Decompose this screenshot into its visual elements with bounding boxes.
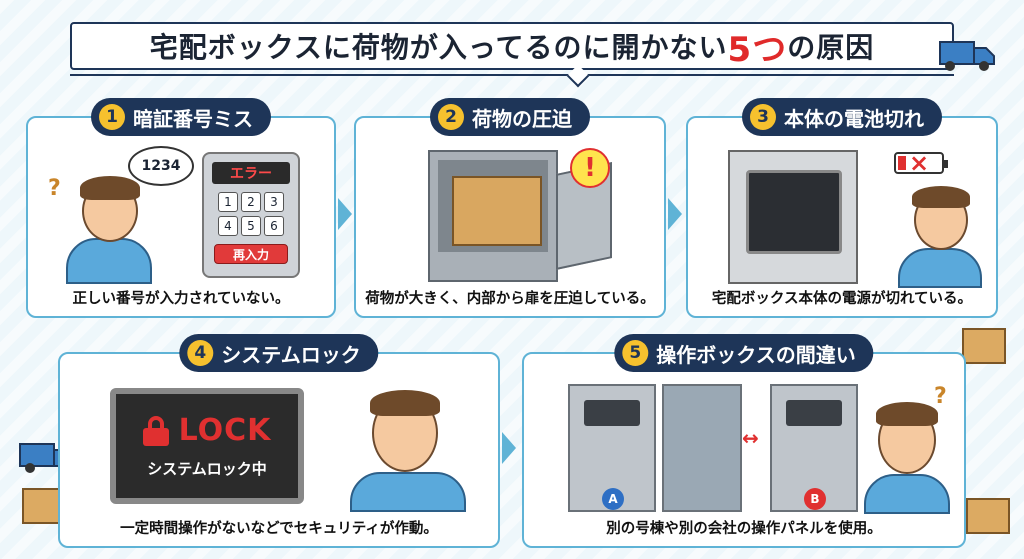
person-body: [898, 248, 982, 288]
error-screen: エラー: [212, 162, 290, 184]
key-1: 1: [218, 192, 238, 212]
label-b: B: [804, 488, 826, 510]
card-1-caption: 正しい番号が入力されていない。: [72, 291, 290, 307]
key-6: 6: [264, 216, 284, 236]
card-4: 4 システムロック LOCK システムロック中 一定時間操作がないなどでセキュリ…: [58, 334, 500, 548]
card-4-caption: 一定時間操作がないなどでセキュリティが作動。: [120, 521, 438, 537]
card-4-heading: システムロック: [221, 342, 361, 367]
card-1-heading: 暗証番号ミス: [133, 106, 253, 131]
card-3: 3 本体の電池切れ × 宅配ボックス本体の電源が切れている。: [686, 98, 998, 318]
card-3-heading: 本体の電池切れ: [784, 106, 924, 131]
control-panel-b: B: [770, 384, 858, 512]
title-suffix: の原因: [787, 31, 875, 64]
person-hair: [912, 186, 970, 208]
key-3: 3: [264, 192, 284, 212]
lock-status: システムロック中: [147, 460, 267, 478]
reenter-button: 再入力: [214, 244, 288, 264]
question-mark-icon: ?: [48, 176, 61, 201]
card-3-title: 3 本体の電池切れ: [742, 98, 942, 136]
card-4-title: 4 システムロック: [179, 334, 379, 372]
key-4: 4: [218, 216, 238, 236]
delivery-box-unit: [728, 150, 858, 284]
parcel-icon: [452, 176, 542, 246]
speech-bubble: 1234: [128, 146, 194, 186]
flow-arrow: [502, 432, 516, 464]
key-5: 5: [241, 216, 261, 236]
card-1-number: 1: [99, 104, 125, 130]
parcel-icon: [966, 498, 1010, 534]
question-mark-icon: ?: [934, 384, 947, 409]
person-body: [350, 472, 466, 512]
keypad: エラー 1 2 3 4 5 6 再入力: [202, 152, 300, 278]
title-text: 宅配ボックスに荷物が入ってるのに開かない: [149, 31, 728, 64]
exclamation-icon: !: [570, 148, 610, 188]
card-5: 5 操作ボックスの間違い A ↔ B ? 別の号棟や別の会社の操作パネルを使用。: [522, 334, 966, 548]
person-hair: [876, 402, 938, 426]
card-2: 2 荷物の圧迫 ! 荷物が大きく、内部から扉を圧迫している。: [354, 98, 666, 318]
flow-arrow: [668, 198, 682, 230]
person-hair: [370, 390, 440, 416]
card-1: 1 暗証番号ミス ? 1234 エラー 1 2 3 4 5 6 再入力 正しい番…: [26, 98, 336, 318]
battery-empty-icon: ×: [894, 150, 948, 176]
person-body: [66, 238, 152, 284]
lock-screen: LOCK システムロック中: [110, 388, 304, 504]
person-hair: [80, 176, 140, 200]
card-3-number: 3: [750, 104, 776, 130]
parcel-icon: [962, 328, 1006, 364]
lock-label: LOCK: [178, 413, 272, 448]
person-body: [864, 474, 950, 514]
card-2-number: 2: [438, 104, 464, 130]
card-5-caption: 別の号棟や別の会社の操作パネルを使用。: [606, 521, 882, 537]
truck-icon: [939, 41, 995, 71]
card-5-heading: 操作ボックスの間違い: [656, 342, 856, 367]
card-5-title: 5 操作ボックスの間違い: [614, 334, 874, 372]
padlock-icon: [142, 415, 169, 446]
key-2: 2: [241, 192, 261, 212]
card-2-caption: 荷物が大きく、内部から扉を圧迫している。: [365, 291, 655, 307]
card-1-title: 1 暗証番号ミス: [91, 98, 271, 136]
swap-arrow-icon: ↔: [742, 426, 759, 450]
card-2-title: 2 荷物の圧迫: [430, 98, 590, 136]
dark-screen: [746, 170, 842, 254]
label-a: A: [602, 488, 624, 510]
card-4-number: 4: [187, 340, 214, 366]
locker-doors: [662, 384, 742, 512]
flow-arrow: [338, 198, 352, 230]
title-highlight: 5つ: [727, 29, 788, 70]
control-panel-a: A: [568, 384, 656, 512]
card-2-heading: 荷物の圧迫: [472, 106, 572, 131]
card-3-caption: 宅配ボックス本体の電源が切れている。: [711, 291, 973, 307]
card-5-number: 5: [622, 340, 649, 366]
